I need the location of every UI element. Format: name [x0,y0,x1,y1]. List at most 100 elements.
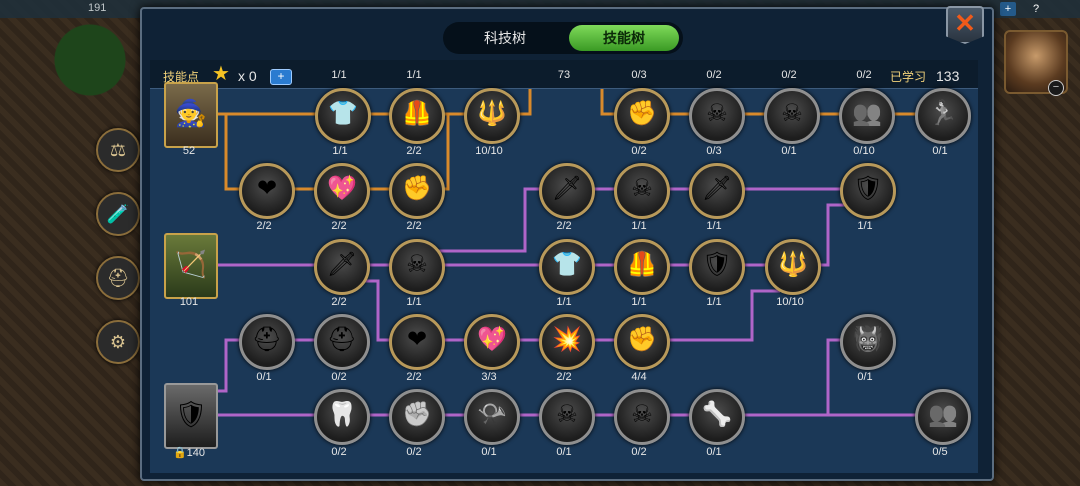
hero-portrait-icon: 🧙 [174,98,208,128]
skill-level-label: 0/1 [256,371,272,383]
top-row-label: 0/2 [706,69,722,81]
skill-icon: ☠ [781,100,803,127]
fang-skill[interactable]: 🦷 [314,389,370,445]
troop-grey-skill[interactable]: 👥 [839,88,895,144]
horn-skill[interactable]: 📯 [464,389,520,445]
fist-red-2-skill[interactable]: ✊ [614,314,670,370]
heart-skill[interactable]: ❤ [239,163,295,219]
add-skill-points-button[interactable]: + [270,69,292,85]
gear-icon[interactable]: ⚙ [96,320,140,364]
gold-armor-skill[interactable]: 🛡 [689,239,745,295]
skull-horn-grey-skill[interactable]: ☠ [614,389,670,445]
hero-level-label: 🔒140 [172,447,206,459]
skill-level-label: 1/1 [406,296,422,308]
warrior-skill[interactable]: 🛡 [840,163,896,219]
spear-troop-2-skill[interactable]: 🔱 [765,239,821,295]
skill-icon: 🗡 [551,175,583,202]
skill-level-label: 10/10 [475,145,503,157]
skill-points-count: x 0 [238,68,257,84]
heart-star-skill[interactable]: 💖 [314,163,370,219]
heart-2-skill[interactable]: ❤ [389,314,445,370]
hero-portrait-icon: 🏹 [174,249,208,279]
hero-level-label: 52 [182,145,196,157]
top-row-label: 1/1 [331,69,347,81]
skill-level-label: 1/1 [631,296,647,308]
skill-icon: 🦴 [702,401,732,428]
skill-level-label: 0/2 [631,446,647,458]
skill-icon: 👥 [928,401,958,428]
fist-red-skill[interactable]: ✊ [389,163,445,219]
skill-icon: ✊ [402,401,432,428]
skill-icon: ☠ [631,175,653,202]
helmet-skill[interactable]: ⛑ [239,314,295,370]
skill-icon: ✊ [627,326,657,353]
potion-icon[interactable]: 🧪 [96,192,140,236]
tab-skill-tree[interactable]: 技能树 [569,25,679,51]
skill-icon: 👕 [552,251,582,278]
close-button[interactable]: ✕ [946,6,984,44]
skill-level-label: 1/1 [332,145,348,157]
skill-icon: 📯 [477,401,507,428]
fist-grey-skill[interactable]: ✊ [389,389,445,445]
skull-grey-skill[interactable]: ☠ [539,389,595,445]
skill-level-label: 0/5 [932,446,948,458]
skill-level-label: 0/2 [331,371,347,383]
skull-bones-skill[interactable]: ☠ [389,239,445,295]
hero-level-label: 101 [179,296,199,308]
skill-icon: ✊ [627,100,657,127]
skill-connection-line [639,289,780,342]
skill-level-label: 1/1 [556,296,572,308]
skill-icon: ✊ [402,175,432,202]
skill-icon: 👹 [853,326,883,353]
leather-armor-2-skill[interactable]: 🦺 [614,239,670,295]
charge-skill[interactable]: 🏃 [915,88,971,144]
tab-tech-tree[interactable]: 科技树 [484,30,526,46]
sword-skill[interactable]: 🗡 [539,163,595,219]
cloth-shirt-skill[interactable]: 👕 [315,88,371,144]
fist-skill[interactable]: ✊ [614,88,670,144]
heart-star-2-skill[interactable]: 💖 [464,314,520,370]
hero-green-archer[interactable]: 🏹 [164,233,218,299]
justice-scale-icon[interactable]: ⚖ [96,128,140,172]
helmet-menu-icon[interactable]: ⛑ [96,256,140,300]
sword-gold-skill[interactable]: 🗡 [689,163,745,219]
skill-icon: ⛑ [326,326,358,353]
skull-skill[interactable]: ☠ [689,88,745,144]
skill-icon: 🦺 [402,100,432,127]
star-icon: ★ [212,63,230,85]
hero-hooded-elder[interactable]: 🧙 [164,82,218,148]
collapse-icon[interactable]: − [1048,80,1064,96]
skill-icon: 🦺 [627,251,657,278]
skill-icon: 👕 [328,100,358,127]
tab-switcher: 科技树 技能树 [443,22,683,54]
skill-level-label: 2/2 [406,220,422,232]
heart-spikes-skill[interactable]: 💥 [539,314,595,370]
spiked-horn-skill[interactable]: 🦴 [689,389,745,445]
help-icon[interactable]: ? [1032,3,1040,15]
skill-icon: ☠ [706,100,728,127]
horned-helmet-skill[interactable]: ⛑ [314,314,370,370]
beast-head-skill[interactable]: 👹 [840,314,896,370]
troop-grey-2-skill[interactable]: 👥 [915,389,971,445]
hero-portrait-icon: 🛡 [174,399,208,429]
learned-count: 133 [936,68,960,84]
skill-icon: ☠ [631,401,653,428]
skill-level-label: 1/1 [706,296,722,308]
blade-skill[interactable]: 🗡 [314,239,370,295]
skill-level-label: 2/2 [406,145,422,157]
skill-icon: 💖 [477,326,507,353]
add-icon[interactable]: + [1000,2,1016,16]
skill-level-label: 2/2 [331,220,347,232]
spear-troop-skill[interactable]: 🔱 [464,88,520,144]
skull-horn-gold-skill[interactable]: ☠ [614,163,670,219]
skill-icon: 🔱 [778,251,808,278]
cloth-shirt-2-skill[interactable]: 👕 [539,239,595,295]
skill-icon: ☠ [556,401,578,428]
hero-armored-beast[interactable]: 🛡 [164,383,218,449]
skull-horn-skill[interactable]: ☠ [764,88,820,144]
skill-icon: 💥 [552,326,582,353]
leather-armor-skill[interactable]: 🦺 [389,88,445,144]
player-avatar[interactable]: − [1004,30,1068,96]
top-row-label: 0/2 [781,69,797,81]
skill-level-label: 2/2 [256,220,272,232]
